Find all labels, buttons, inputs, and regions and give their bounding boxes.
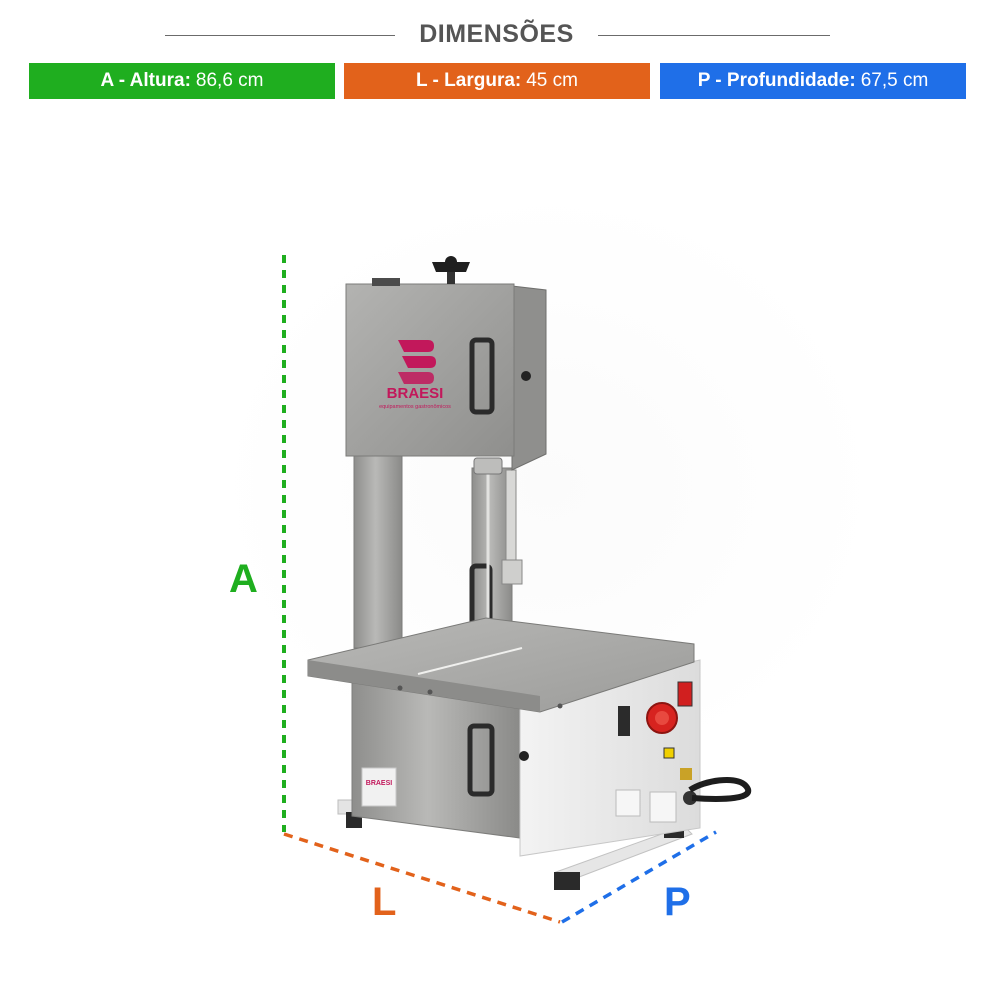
dimensions-header: DIMENSÕES <box>0 18 1000 54</box>
braesi-logo-icon <box>398 340 436 384</box>
dimension-height-label: A - Altura: <box>100 70 191 91</box>
dimension-depth-bar: P - Profundidade: 67,5 cm <box>660 63 966 99</box>
table-slot <box>417 647 523 675</box>
dimension-height-bar: A - Altura: 86,6 cm <box>29 63 335 99</box>
info-label <box>615 789 641 817</box>
table-front-edge <box>308 660 540 712</box>
brand-name: BRAESI <box>387 385 444 402</box>
blade-guide-block <box>501 559 523 585</box>
blade-clamp <box>473 457 503 475</box>
lower-door-knob <box>519 751 529 761</box>
spec-label <box>649 791 677 823</box>
power-cable-icon <box>688 776 751 802</box>
header-divider-left <box>165 35 395 36</box>
dimension-width-label: L - Largura: <box>416 70 522 91</box>
brass-connector <box>680 768 692 780</box>
brand-tagline: equipamentos gastronômicos <box>379 404 451 410</box>
lower-brand-text: BRAESI <box>366 780 393 787</box>
warning-label <box>663 747 675 759</box>
lower-door-handle <box>467 723 495 797</box>
cable-gland <box>683 791 697 805</box>
dimension-depth-label: P - Profundidade: <box>697 70 856 91</box>
control-switch <box>618 706 630 736</box>
upper-head <box>345 283 515 457</box>
power-switch <box>677 681 693 707</box>
depth-dimension-line <box>561 830 717 924</box>
upper-door-knob <box>521 371 531 381</box>
dimension-depth-value: 67,5 cm <box>860 70 929 91</box>
width-dimension-line <box>283 832 561 924</box>
tension-knob-stem <box>447 268 455 284</box>
depth-letter-label: P <box>664 880 691 924</box>
dimension-width-value: 45 cm <box>526 70 578 91</box>
left-column <box>353 451 403 649</box>
front-foot-pad <box>554 872 580 890</box>
header-title: DIMENSÕES <box>419 20 574 48</box>
header-divider-right <box>598 35 830 36</box>
height-letter-label: A <box>229 557 258 601</box>
lower-brand-plate <box>361 767 397 807</box>
dimension-height-value: 86,6 cm <box>195 70 264 91</box>
upper-door-handle <box>469 337 495 415</box>
dimension-width-bar: L - Largura: 45 cm <box>344 63 650 99</box>
upper-head-top-cap <box>372 278 400 286</box>
width-letter-label: L <box>372 880 397 924</box>
